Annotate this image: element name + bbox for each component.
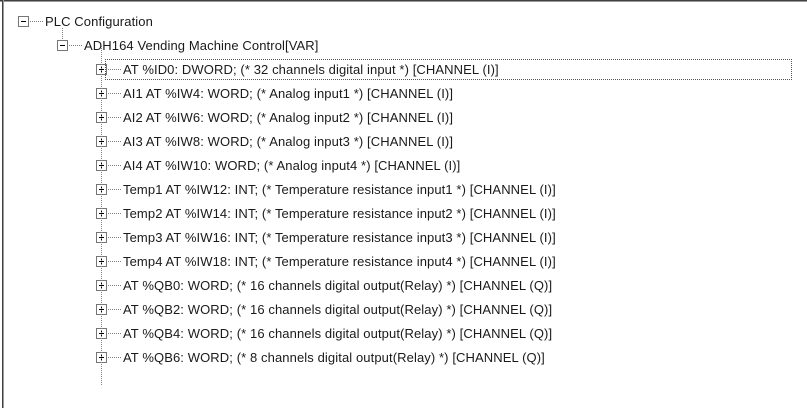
tree-node-label: ADH164 Vending Machine Control[VAR] (84, 38, 319, 53)
tree-connector-horizontal (108, 93, 122, 94)
tree-viewport[interactable]: PLC Configuration ADH164 Vending Machine… (5, 2, 807, 408)
tree-node-label: AI3 AT %IW8: WORD; (* Analog input3 *) [… (123, 134, 454, 149)
tree-node-label: AI2 AT %IW6: WORD; (* Analog input2 *) [… (123, 110, 454, 125)
minus-box-icon[interactable] (18, 16, 29, 27)
tree-connector-horizontal (108, 141, 122, 142)
panel-border-top-highlight (0, 1, 807, 2)
tree-connector-horizontal (108, 213, 122, 214)
tree-node-label: Temp3 AT %IW16: INT; (* Temperature resi… (123, 230, 556, 245)
tree-connector-horizontal (108, 237, 122, 238)
minus-box-icon[interactable] (57, 40, 68, 51)
tree-connector-horizontal (108, 357, 122, 358)
panel-border-left-highlight (3, 0, 4, 408)
tree-connector-horizontal (108, 309, 122, 310)
tree-connector-vertical (62, 28, 63, 40)
tree-connector-horizontal (30, 21, 44, 22)
tree-node-label: PLC Configuration (45, 14, 153, 29)
panel-border-top (0, 0, 807, 1)
tree-node-label: AT %QB4: WORD; (* 16 channels digital ou… (123, 326, 553, 341)
tree-connector-horizontal (108, 261, 122, 262)
tree-connector-horizontal (108, 285, 122, 286)
tree-connector-horizontal (108, 165, 122, 166)
tree-connector-horizontal (108, 69, 122, 70)
tree-node-label: AI1 AT %IW4: WORD; (* Analog input1 *) [… (123, 86, 454, 101)
tree-node-label: AT %QB2: WORD; (* 16 channels digital ou… (123, 302, 553, 317)
tree-node-label: AT %QB6: WORD; (* 8 channels digital out… (123, 350, 545, 365)
tree-node-label: AI4 AT %IW10: WORD; (* Analog input4 *) … (123, 158, 461, 173)
tree-connector-spine (101, 46, 102, 386)
tree-node-label: Temp4 AT %IW18: INT; (* Temperature resi… (123, 254, 556, 269)
tree-node-label: AT %QB0: WORD; (* 16 channels digital ou… (123, 278, 553, 293)
tree-connector-horizontal (69, 45, 83, 46)
tree-connector-horizontal (108, 117, 122, 118)
tree-node-label: AT %ID0: DWORD; (* 32 channels digital i… (123, 62, 499, 77)
tree-node-label: Temp1 AT %IW12: INT; (* Temperature resi… (123, 182, 556, 197)
tree-connector-horizontal (108, 189, 122, 190)
panel-gutter (0, 0, 2, 408)
panel-border-left (2, 0, 3, 408)
tree-node-label: Temp2 AT %IW14: INT; (* Temperature resi… (123, 206, 556, 221)
tree-connector-horizontal (108, 333, 122, 334)
